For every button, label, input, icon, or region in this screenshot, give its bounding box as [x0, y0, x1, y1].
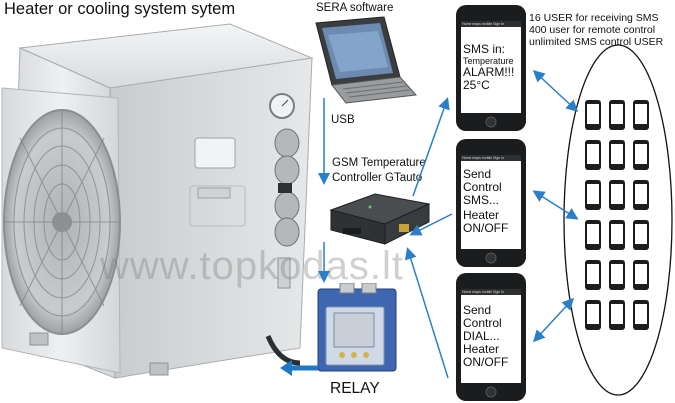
relay-image	[317, 283, 397, 372]
arrow-phone1-users	[532, 69, 579, 113]
user-phones-group	[585, 100, 649, 330]
users-ellipse	[563, 44, 673, 396]
phone-send-sms-text: Send Control SMS... Heater ON/OFF	[463, 168, 523, 235]
user-phone	[609, 100, 625, 130]
controller-label-line1: GSM Temperature	[332, 157, 426, 169]
user-phone	[609, 300, 625, 330]
gsm-controller-device	[329, 193, 431, 245]
user-phone	[633, 100, 649, 130]
screen-line: SMS...	[463, 193, 500, 207]
software-label: SERA software	[316, 2, 394, 14]
user-info: 16 USER for receiving SMS 400 user for r…	[529, 12, 663, 48]
user-phone	[633, 260, 649, 290]
screen-line: Send	[463, 167, 492, 181]
screen-line: Heater	[463, 342, 500, 356]
user-phone	[585, 140, 601, 170]
user-phone	[633, 140, 649, 170]
user-phone	[585, 260, 601, 290]
user-phone	[585, 100, 601, 130]
arrow-phone3-users	[532, 297, 575, 343]
diagram-title: Heater or cooling system sytem	[4, 0, 236, 18]
phone-header: Home maps mobile Sign In	[462, 156, 505, 160]
arrow-phone2-to-controller	[409, 213, 453, 236]
screen-line: DIAL...	[463, 329, 500, 343]
phone-send-dial-text: Send Control DIAL... Heater ON/OFF	[463, 304, 523, 369]
arrow-controller-to-phone1	[412, 97, 450, 197]
screen-line: Temperature	[463, 56, 514, 66]
user-phone	[609, 180, 625, 210]
user-phone	[633, 180, 649, 210]
user-phone	[609, 260, 625, 290]
watermark-text: www.topkodas.lt	[100, 244, 405, 288]
controller-label-line2: Controller GTauto	[332, 172, 423, 184]
screen-line: Control	[463, 180, 502, 194]
relay-label: RELAY	[330, 380, 380, 397]
phone-header: Home maps mobile Sign In	[462, 22, 505, 26]
screen-line: 25°C	[463, 78, 490, 92]
heat-pump-unit	[1, 23, 314, 379]
screen-line: ON/OFF	[463, 355, 509, 369]
usb-label: USB	[331, 114, 355, 126]
screen-line: ON/OFF	[463, 221, 509, 235]
screen-line: Send	[463, 303, 492, 317]
user-info-line: 400 user for remote control	[529, 24, 656, 36]
user-info-line: 16 USER for receiving SMS	[529, 12, 659, 24]
phone-send-dial	[456, 273, 526, 401]
screen-line: SMS in:	[463, 42, 506, 56]
user-phone	[609, 140, 625, 170]
screen-line: Heater	[463, 208, 500, 222]
phone-sms-in	[456, 5, 526, 131]
screen-line: Control	[463, 316, 502, 330]
screen-line: ALARM!!!	[463, 65, 515, 79]
arrow-phone3-to-controller	[404, 247, 449, 379]
user-phone	[585, 300, 601, 330]
user-phone	[609, 220, 625, 250]
user-phone	[585, 180, 601, 210]
user-phone	[633, 300, 649, 330]
phone-sms-in-text: SMS in: Temperature ALARM!!! 25°C	[463, 43, 523, 92]
user-info-line: unlimited SMS control USER	[529, 36, 664, 48]
phone-header: Home maps mobile Sign In	[462, 290, 505, 294]
phone-send-sms	[456, 139, 526, 267]
arrow-phone2-users	[532, 190, 579, 220]
user-phone	[585, 220, 601, 250]
laptop-image	[315, 16, 418, 104]
user-phone	[633, 220, 649, 250]
